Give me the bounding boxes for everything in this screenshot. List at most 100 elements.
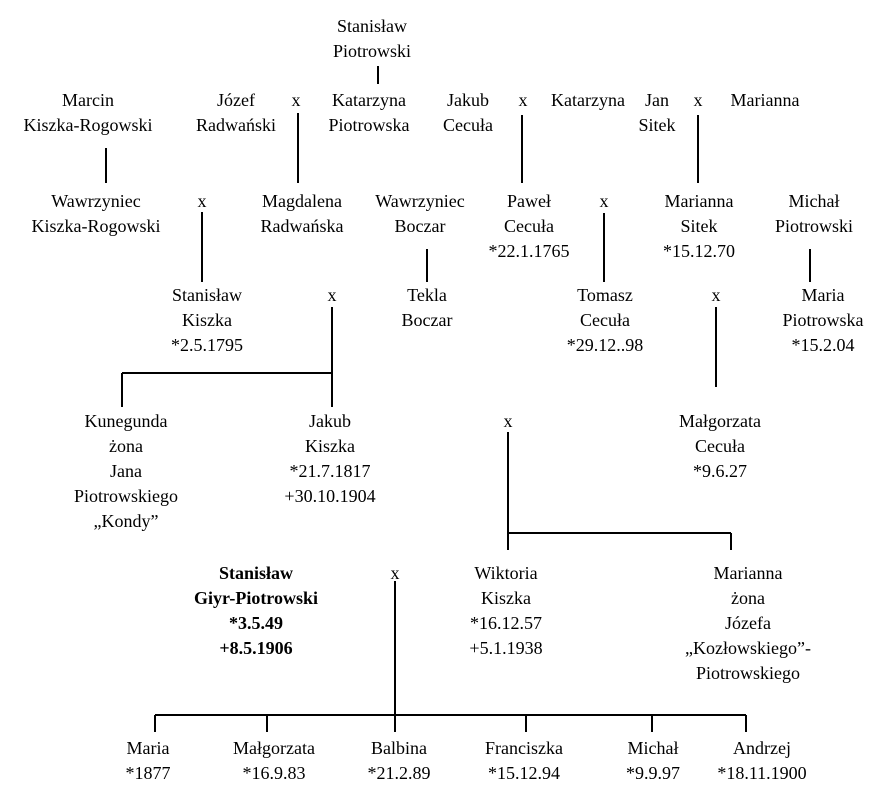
person-text-line: Marianna xyxy=(730,90,800,110)
child-malgorzata: Małgorzata*16.9.83 xyxy=(233,736,315,786)
person-text-line: *21.2.89 xyxy=(367,763,431,783)
person-text-line: +5.1.1938 xyxy=(469,638,543,658)
person-text-line: żona xyxy=(109,436,143,456)
person-text-line: *21.7.1817 xyxy=(289,461,371,481)
person-text-line: Jakub xyxy=(309,411,351,431)
marriage-mark-jozef-katarzyna: x xyxy=(291,90,301,110)
person-text-line: Radwański xyxy=(196,115,276,135)
person-text-line: Andrzej xyxy=(733,738,791,758)
person-text-line: żona xyxy=(731,588,765,608)
person-text-line: Cecuła xyxy=(443,115,493,135)
person-katarzyna: Katarzyna xyxy=(551,88,625,113)
person-text-line: Sitek xyxy=(638,115,676,135)
person-text-line: *15.12.70 xyxy=(663,241,735,261)
person-text-line: Cecuła xyxy=(504,216,554,236)
marriage-mark-stanislaw-tekla: x xyxy=(327,285,337,305)
person-text-line: Maria xyxy=(801,285,845,305)
person-text-line: Małgorzata xyxy=(679,411,761,431)
marriage-mark-jakub-malgorzata: x xyxy=(503,411,513,431)
person-text-line: Katarzyna xyxy=(332,90,406,110)
person-text-line: „Kondy” xyxy=(93,511,159,531)
person-text-line: Tekla xyxy=(407,285,447,305)
person-text-line: Józefa xyxy=(725,613,771,633)
marriage-mark-stanislaw-wiktoria: x xyxy=(390,563,400,583)
marriage-mark-jakub-katarzyna: x xyxy=(518,90,528,110)
person-text-line: Piotrowski xyxy=(332,41,412,61)
person-text-line: *3.5.49 xyxy=(229,613,283,633)
person-text-line: *16.9.83 xyxy=(242,763,306,783)
person-text-line: *9.6.27 xyxy=(693,461,747,481)
person-text-line: Giyr-Piotrowski xyxy=(194,588,318,608)
person-text-line: *29.12..98 xyxy=(566,335,644,355)
person-text-line: Katarzyna xyxy=(551,90,625,110)
person-text-line: Michał xyxy=(788,191,840,211)
marriage-mark-pawel-marianna: x xyxy=(599,191,609,211)
person-text-line: +8.5.1906 xyxy=(219,638,293,658)
person-text-line: Kiszka-Rogowski xyxy=(23,115,153,135)
marriage-mark-wawrzyniec-magdalena: x xyxy=(197,191,207,211)
child-andrzej: Andrzej *18.11.1900 xyxy=(717,736,806,786)
person-text-line: *9.9.97 xyxy=(626,763,680,783)
person-text-line: *15.2.04 xyxy=(791,335,855,355)
person-marianna: Marianna xyxy=(731,88,800,113)
person-text-line: Kiszka xyxy=(481,588,531,608)
person-text-line: *22.1.1765 xyxy=(488,241,570,261)
person-text-line: Kiszka-Rogowski xyxy=(31,216,161,236)
person-text-line: Piotrowskiego xyxy=(695,663,800,683)
person-text-line: Cecuła xyxy=(695,436,745,456)
person-text-line: Kiszka xyxy=(182,310,232,330)
person-text-line: Piotrowskiego xyxy=(73,486,179,506)
child-balbina: Balbina *21.2.89 xyxy=(368,736,431,786)
person-text-line: Wawrzyniec xyxy=(375,191,465,211)
person-text-line: Balbina xyxy=(371,738,427,758)
person-text-line: Kiszka xyxy=(305,436,355,456)
person-text-line: Radwańska xyxy=(260,216,344,236)
person-text-line: *2.5.1795 xyxy=(171,335,243,355)
person-text-line: Maria xyxy=(126,738,170,758)
person-text-line: Paweł xyxy=(507,191,551,211)
person-text-line: Sitek xyxy=(680,216,718,236)
person-text-line: Wawrzyniec xyxy=(51,191,141,211)
person-text-line: Boczar xyxy=(394,216,446,236)
person-text-line: „Kozłowskiego”- xyxy=(685,638,811,658)
person-text-line: Piotrowska xyxy=(328,115,410,135)
person-text-line: Kunegunda xyxy=(84,411,168,431)
person-text-line: Michał xyxy=(627,738,679,758)
person-text-line: *18.11.1900 xyxy=(717,763,807,783)
person-text-line: Jakub xyxy=(446,90,489,110)
person-text-line: Boczar xyxy=(401,310,453,330)
person-text-line: *15.12.94 xyxy=(488,763,560,783)
person-text-line: Wiktoria xyxy=(474,563,538,583)
child-michal: Michał *9.9.97 xyxy=(626,736,680,786)
marriage-mark-tomasz-maria: x xyxy=(711,285,721,305)
person-text-line: Stanisław xyxy=(336,16,407,36)
person-text-line: Piotrowski xyxy=(774,216,854,236)
person-text-line: Marianna xyxy=(713,563,783,583)
person-text-line: Marianna xyxy=(664,191,734,211)
person-text-line: Stanisław xyxy=(172,285,242,305)
person-text-line: +30.10.1904 xyxy=(284,486,376,506)
person-text-line: Jana xyxy=(110,461,142,481)
person-text-line: Stanisław xyxy=(218,563,294,583)
